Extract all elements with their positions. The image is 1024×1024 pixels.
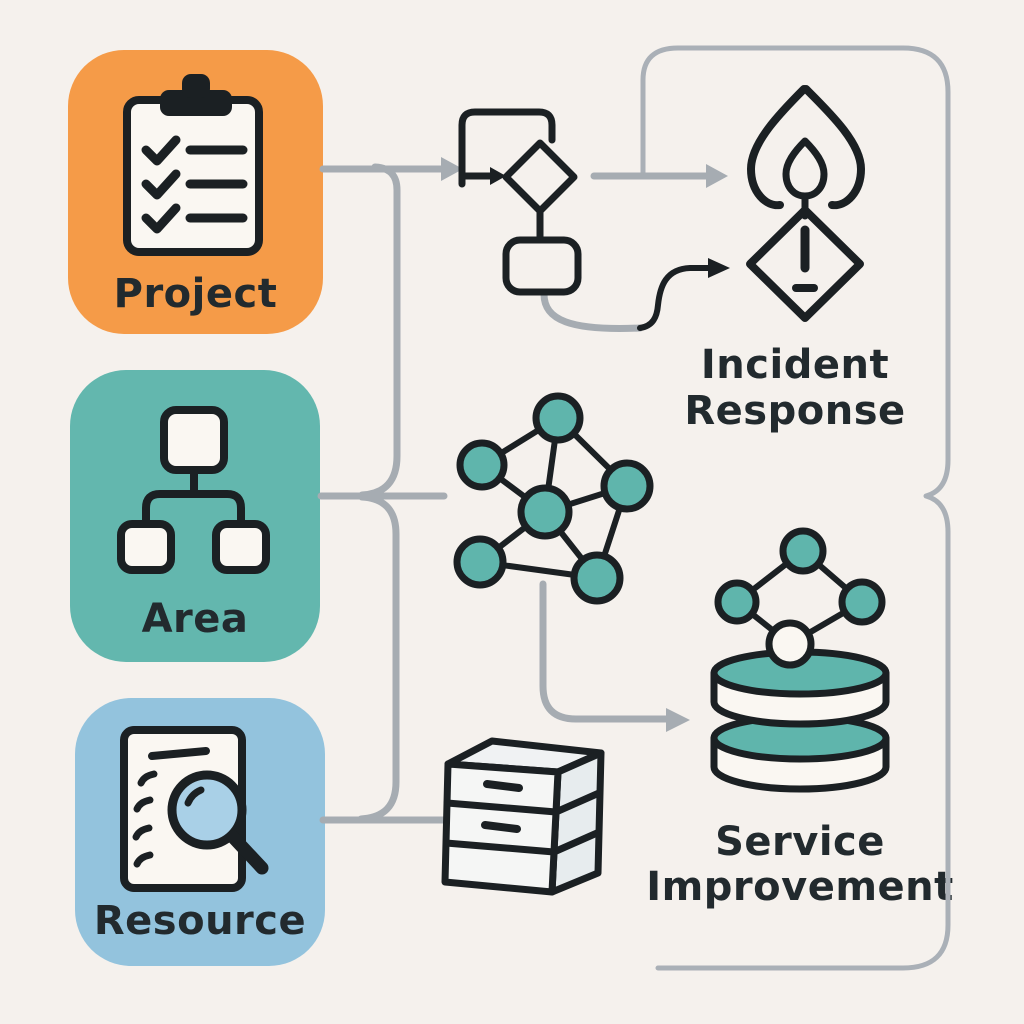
output-label-line: Response — [684, 388, 906, 434]
connector-bus-lower — [357, 493, 400, 823]
drawer-divider — [443, 789, 603, 816]
database-layer-side — [710, 669, 890, 728]
database-layer-side — [710, 734, 890, 793]
cluster-node-open — [765, 619, 815, 669]
drawer-side-face — [548, 749, 605, 896]
card-resource: Resource — [75, 698, 325, 966]
storage-drawers-icon — [441, 737, 605, 896]
drawer-front-face — [441, 760, 562, 896]
flowchart-decision-icon — [458, 108, 582, 296]
database-layer-top — [710, 648, 890, 698]
card-label-resource: Resource — [93, 898, 307, 944]
drawer-handle — [483, 780, 523, 792]
network-node — [600, 459, 654, 513]
output-label-line: Improvement — [646, 864, 954, 910]
network-node — [517, 484, 573, 540]
network-node — [456, 439, 508, 491]
output-label-line: Incident — [700, 342, 890, 388]
alert-diamond — [746, 206, 864, 322]
connector-bus-upper — [358, 163, 401, 499]
network-node — [453, 535, 507, 589]
card-label-area: Area — [141, 596, 249, 642]
network-node — [570, 551, 624, 605]
spade-outline-right — [802, 85, 865, 210]
connector-flow-to-incident-arrowhead — [706, 164, 728, 188]
cluster-node — [714, 579, 760, 625]
spade-droplet — [782, 137, 828, 200]
output-label-line: Service — [715, 819, 885, 865]
output-label-incident-response: Incident Response — [640, 342, 950, 434]
cluster-node — [779, 527, 827, 575]
drawer-handle — [481, 821, 521, 833]
cluster-edges — [734, 548, 865, 647]
connector-rect-to-alert-arrowhead — [708, 258, 730, 278]
spade-outline-left — [747, 85, 808, 210]
connector-project-arrowhead — [441, 157, 463, 181]
flowchart-diamond — [502, 139, 578, 215]
card-label-project: Project — [113, 271, 278, 317]
network-graph-icon — [453, 392, 654, 605]
network-edges — [477, 415, 630, 581]
connector-rect-curve-gray — [540, 290, 644, 332]
flowchart-loop — [458, 108, 556, 188]
database-cluster-icon — [710, 527, 890, 793]
database-layer-top — [710, 713, 890, 763]
card-area: Area — [70, 370, 320, 662]
connector-lines — [317, 157, 730, 824]
flowchart-loop-arrowhead — [490, 167, 506, 185]
connector-rect-to-alert-black — [637, 265, 711, 331]
cluster-node — [838, 578, 886, 626]
output-label-service-improvement: Service Improvement — [630, 820, 970, 910]
drawer-divider — [442, 829, 601, 856]
connector-network-to-database-arrowhead — [666, 708, 690, 732]
spade-alert-icon — [746, 85, 865, 322]
connector-network-to-database-line — [539, 580, 670, 723]
network-node — [532, 392, 584, 444]
drawer-top-face — [444, 737, 605, 776]
card-project: Project — [68, 50, 323, 334]
flowchart-rect — [502, 236, 582, 296]
